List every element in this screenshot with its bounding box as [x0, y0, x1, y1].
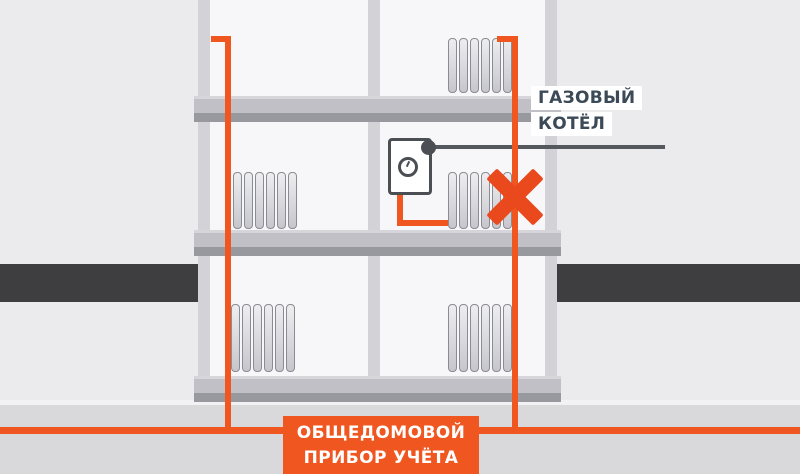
radiator-fin — [244, 172, 253, 229]
radiator-fin — [253, 304, 262, 372]
heating-riser-left — [225, 36, 231, 434]
radiator-fin — [242, 304, 251, 372]
radiator-fin — [481, 304, 490, 372]
radiator-icon — [448, 38, 512, 93]
radiator-fin — [266, 172, 275, 229]
building-wall-center — [368, 0, 380, 402]
radiator-fin — [459, 304, 468, 372]
radiator-fin — [470, 172, 479, 229]
radiator-fin — [503, 38, 512, 93]
building-wall-right — [545, 0, 557, 402]
boiler-pipe-horizontal — [397, 220, 448, 226]
radiator-fin — [481, 38, 490, 93]
radiator-fin — [503, 304, 512, 372]
radiator-fin — [492, 304, 501, 372]
boiler-label-line2: КОТЁЛ — [531, 112, 613, 136]
radiator-fin — [492, 38, 501, 93]
gas-boiler-icon — [388, 138, 432, 195]
floor-slab — [194, 96, 561, 122]
floor-slab — [194, 376, 561, 402]
boiler-label-line1: ГАЗОВЫЙ — [531, 86, 643, 110]
radiator-fin — [275, 304, 284, 372]
heating-riser-right — [512, 36, 518, 434]
radiator-fin — [448, 304, 457, 372]
radiator-fin — [459, 38, 468, 93]
radiator-icon — [233, 172, 297, 229]
prohibition-x-icon — [487, 169, 543, 225]
boiler-pipe-vertical — [397, 193, 403, 226]
meter-label-line2: ПРИБОР УЧЁТА — [303, 448, 459, 468]
radiator-fin — [231, 304, 240, 372]
radiator-fin — [233, 172, 242, 229]
meter-label: ОБЩЕДОМОВОЙ ПРИБОР УЧЁТА — [283, 416, 479, 474]
radiator-fin — [286, 304, 295, 372]
riser-elbow-left — [211, 36, 229, 42]
riser-elbow-right — [497, 36, 516, 42]
radiator-fin — [448, 172, 457, 229]
meter-label-line1: ОБЩЕДОМОВОЙ — [296, 423, 466, 443]
radiator-fin — [288, 172, 297, 229]
radiator-fin — [459, 172, 468, 229]
callout-line — [433, 145, 665, 149]
boiler-callout-label: ГАЗОВЫЙ КОТЁЛ — [531, 86, 643, 138]
building-wall-left — [198, 0, 210, 402]
radiator-fin — [277, 172, 286, 229]
radiator-fin — [470, 38, 479, 93]
radiator-fin — [255, 172, 264, 229]
pressure-gauge-icon — [398, 157, 418, 177]
radiator-fin — [448, 38, 457, 93]
radiator-icon — [448, 304, 512, 372]
callout-anchor-dot — [421, 140, 436, 155]
radiator-icon — [231, 304, 295, 372]
radiator-fin — [264, 304, 273, 372]
floor-slab — [194, 230, 561, 256]
radiator-fin — [470, 304, 479, 372]
